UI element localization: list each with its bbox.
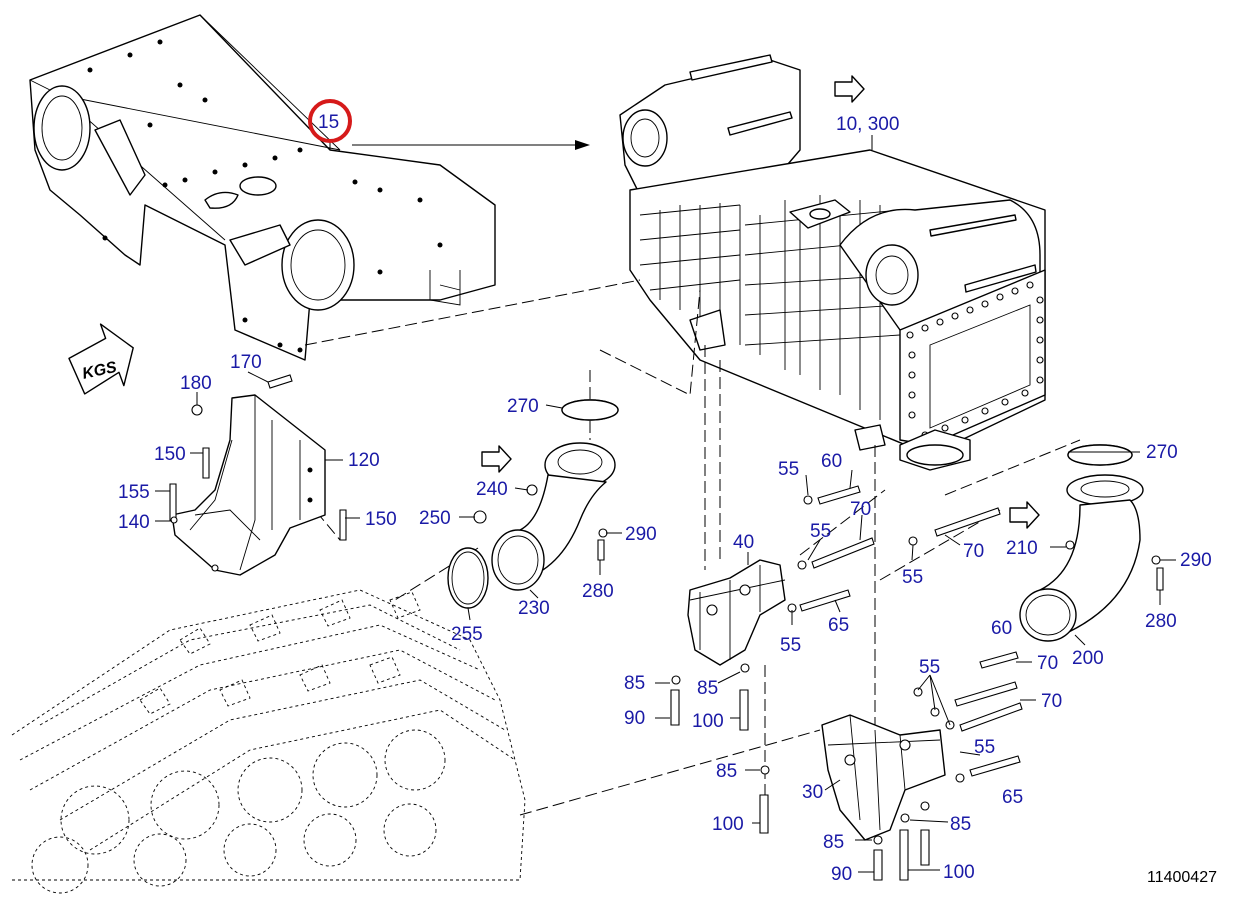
kgs-direction-arrow: KGS	[68, 323, 134, 395]
callout-150-lower[interactable]: 150	[365, 509, 397, 530]
callout-155[interactable]: 155	[118, 482, 150, 503]
callout-leaders	[155, 135, 1176, 873]
elbow-pipe-part-230	[447, 399, 619, 609]
callout-55-b[interactable]: 55	[810, 521, 831, 542]
direction-arrow-top	[834, 75, 865, 103]
callout-55-f[interactable]: 55	[974, 737, 995, 758]
callout-70-a[interactable]: 70	[850, 499, 871, 520]
callout-10-300[interactable]: 10, 300	[836, 114, 899, 135]
charge-air-cooler-assembly	[619, 54, 1046, 471]
callout-270-right[interactable]: 270	[1146, 442, 1178, 463]
bolts-and-studs	[670, 485, 1023, 881]
callout-150-upper[interactable]: 150	[154, 444, 186, 465]
callout-100-c[interactable]: 100	[943, 862, 975, 883]
elbow-pipe-part-200	[1019, 444, 1164, 642]
highlight-ring	[308, 99, 352, 143]
callout-270-left[interactable]: 270	[507, 396, 539, 417]
drawing-number: 11400427	[1147, 869, 1217, 886]
callout-60-upper[interactable]: 60	[821, 451, 842, 472]
callout-100-b[interactable]: 100	[712, 814, 744, 835]
callout-170[interactable]: 170	[230, 352, 262, 373]
callout-55-e[interactable]: 55	[919, 657, 940, 678]
callout-55-a[interactable]: 55	[778, 459, 799, 480]
bracket-part-120	[169, 374, 347, 576]
kgs-label: KGS	[81, 359, 119, 383]
callout-90-upper[interactable]: 90	[624, 708, 645, 729]
callout-90-lower[interactable]: 90	[831, 864, 852, 885]
callout-210[interactable]: 210	[1006, 538, 1038, 559]
callout-70-d[interactable]: 70	[1041, 691, 1062, 712]
callout-255[interactable]: 255	[451, 624, 483, 645]
callout-85-e[interactable]: 85	[950, 814, 971, 835]
callout-85-b[interactable]: 85	[697, 678, 718, 699]
callout-65-lower[interactable]: 65	[1002, 787, 1023, 808]
callout-70-b[interactable]: 70	[963, 541, 984, 562]
callout-290-left[interactable]: 290	[625, 524, 657, 545]
callout-40[interactable]: 40	[733, 532, 754, 553]
callout-280-left[interactable]: 280	[582, 581, 614, 602]
gasket-270-left	[561, 399, 619, 421]
callout-85-d[interactable]: 85	[823, 832, 844, 853]
callout-labels: 15 10, 300 170 180 150 120 155 140 150 2…	[118, 112, 1212, 885]
bracket-part-40	[687, 559, 786, 666]
callout-230[interactable]: 230	[518, 598, 550, 619]
cover-bolt-holes	[87, 39, 443, 353]
callout-60-lower[interactable]: 60	[991, 618, 1012, 639]
callout-70-c[interactable]: 70	[1037, 653, 1058, 674]
callout-140[interactable]: 140	[118, 512, 150, 533]
bracket-part-30	[821, 714, 946, 841]
callout-85-a[interactable]: 85	[624, 673, 645, 694]
callout-290-right[interactable]: 290	[1180, 550, 1212, 571]
callout-180[interactable]: 180	[180, 373, 212, 394]
callout-85-c[interactable]: 85	[716, 761, 737, 782]
engine-block-outline	[11, 589, 526, 894]
callout-30[interactable]: 30	[802, 782, 823, 803]
callout-100-a[interactable]: 100	[692, 711, 724, 732]
callout-250[interactable]: 250	[419, 508, 451, 529]
direction-arrow-mid	[481, 445, 512, 473]
cover-housing-part	[29, 14, 496, 361]
callout-15[interactable]: 15	[318, 112, 339, 133]
callout-65-upper[interactable]: 65	[828, 615, 849, 636]
leader-arrow	[575, 140, 590, 150]
callout-240[interactable]: 240	[476, 479, 508, 500]
callout-55-c[interactable]: 55	[780, 635, 801, 656]
callout-55-d[interactable]: 55	[902, 567, 923, 588]
gasket-270-right	[1067, 444, 1133, 466]
direction-arrow-right	[1009, 501, 1040, 529]
callout-120[interactable]: 120	[348, 450, 380, 471]
callout-200[interactable]: 200	[1072, 648, 1104, 669]
callout-280-right[interactable]: 280	[1145, 611, 1177, 632]
